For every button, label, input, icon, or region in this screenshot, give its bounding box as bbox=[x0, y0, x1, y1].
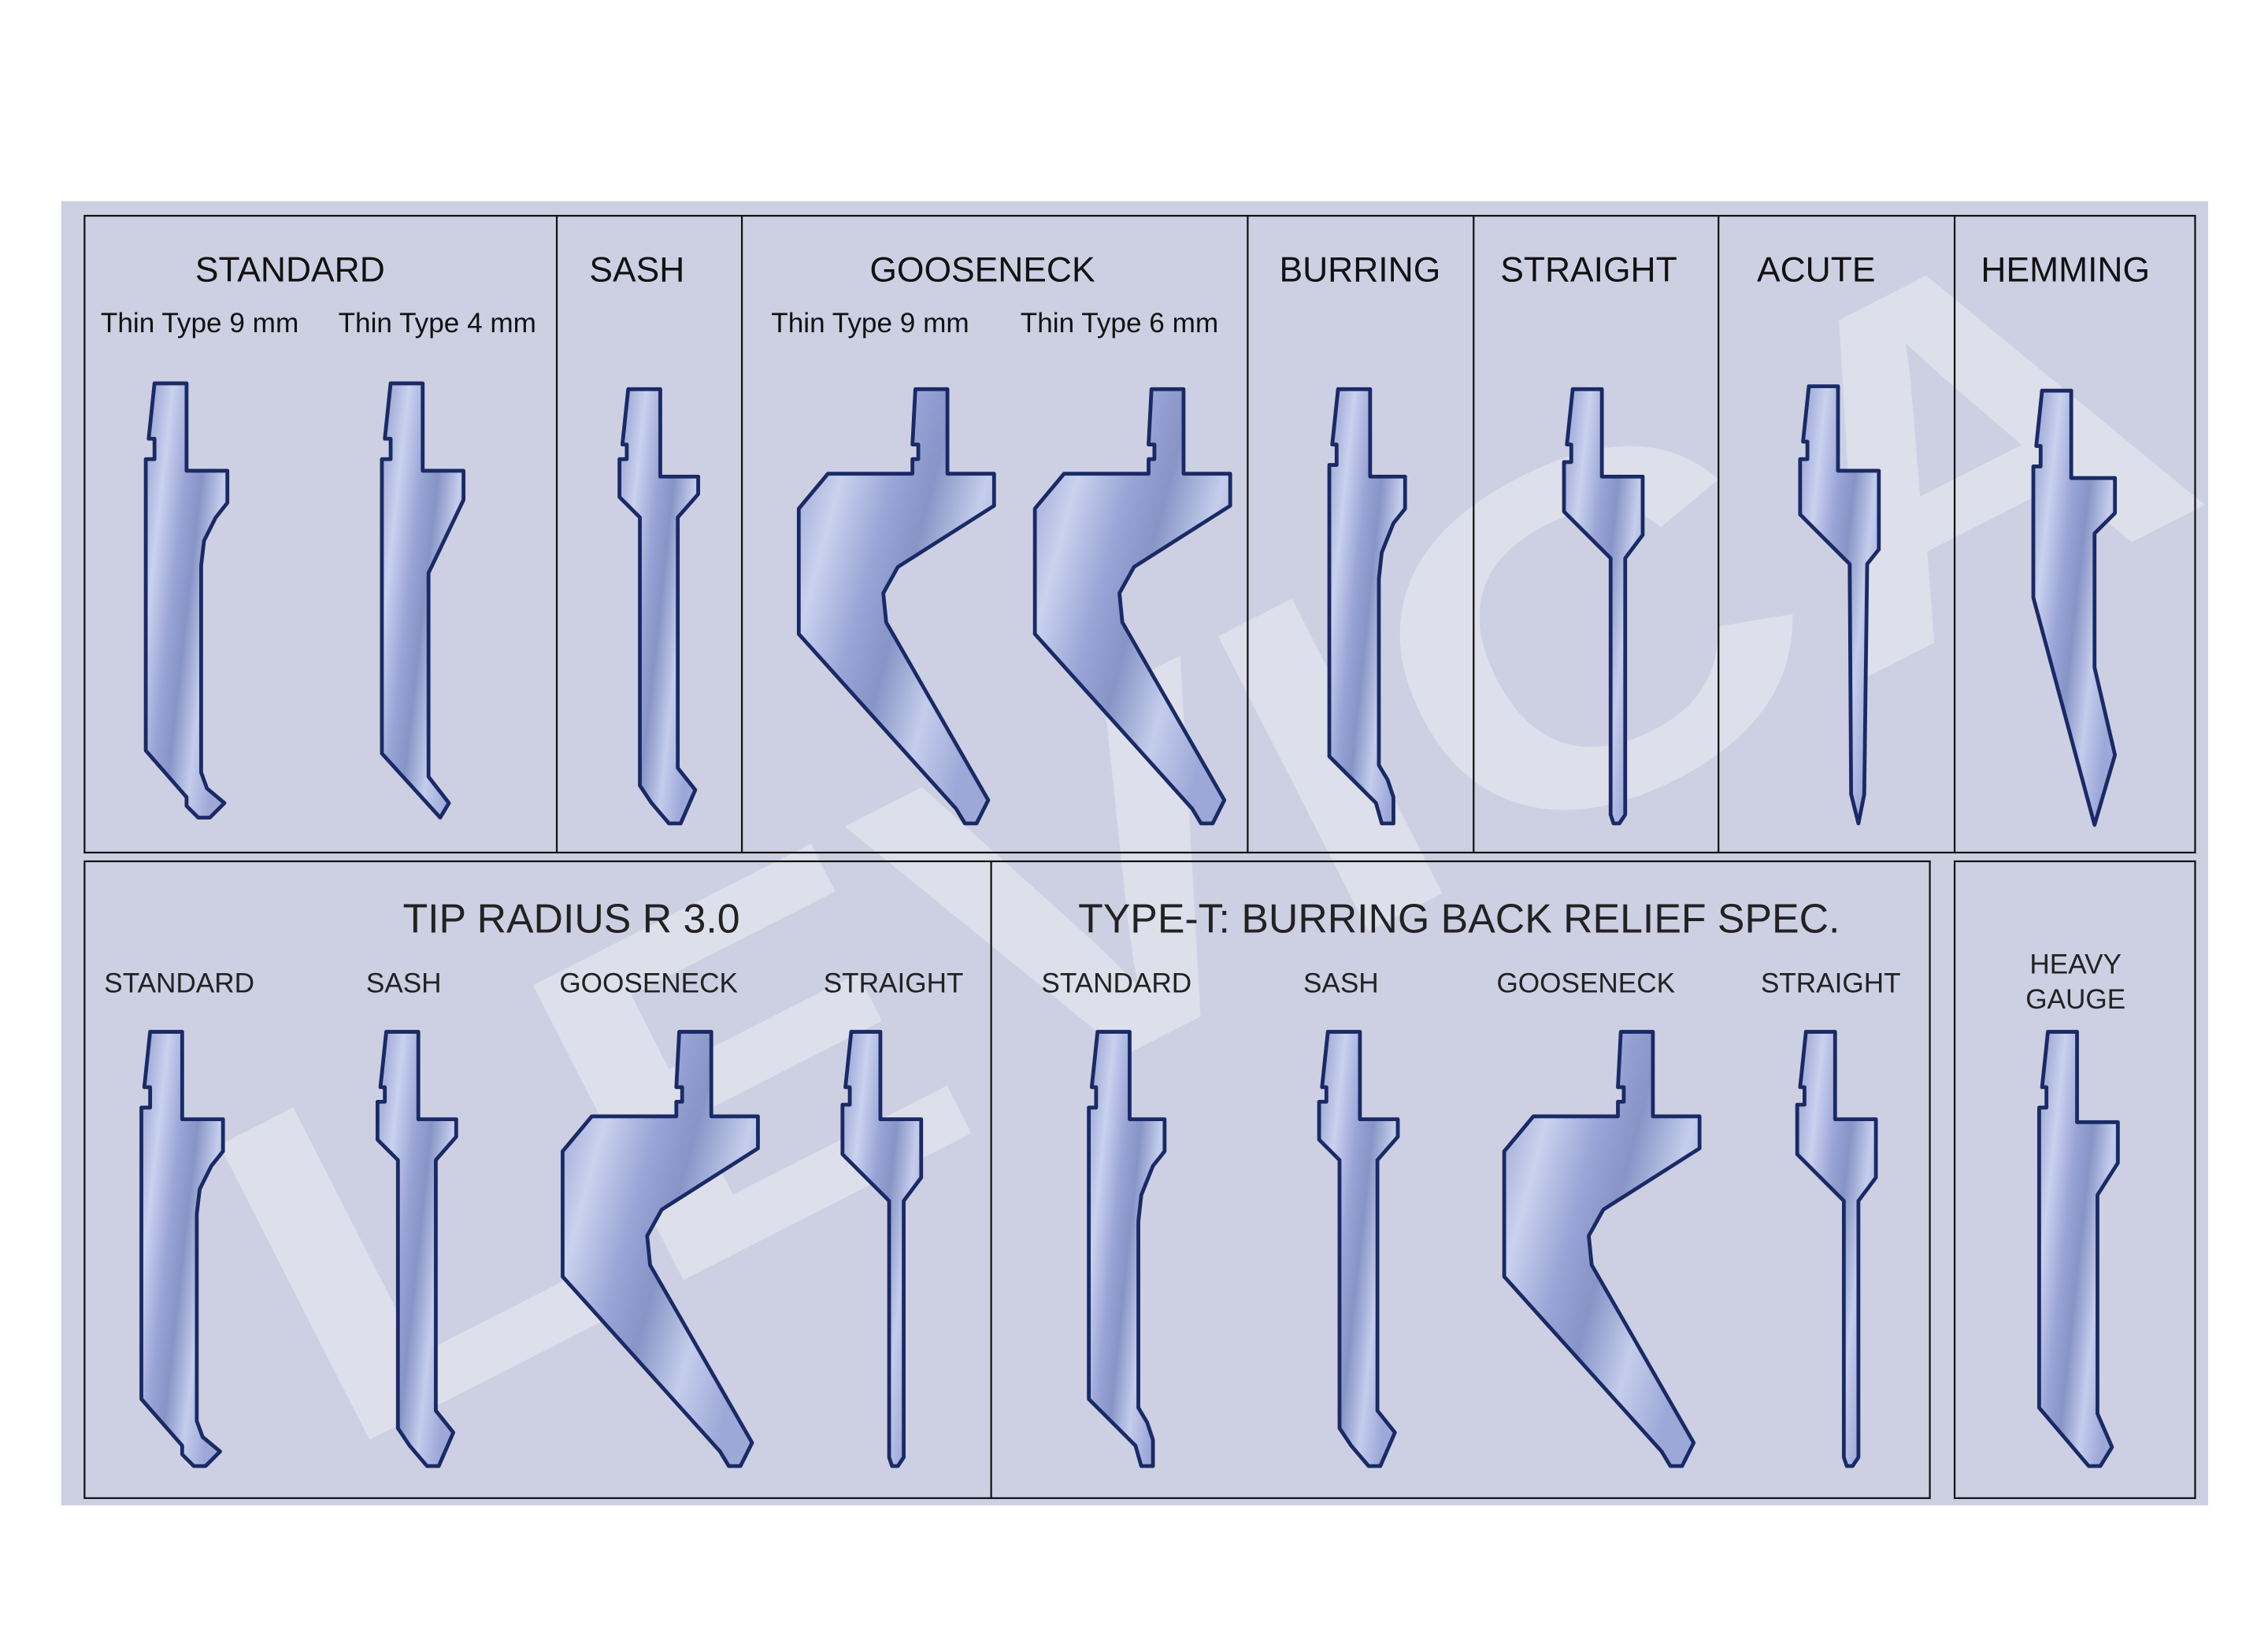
standard-title: STANDARD bbox=[195, 250, 385, 289]
sash-title: SASH bbox=[589, 250, 684, 289]
top-row-panel bbox=[83, 214, 2196, 854]
heavy-gauge-title-line2: GAUGE bbox=[2025, 984, 2125, 1015]
top-row-dividers bbox=[555, 216, 1956, 853]
type-t-straight-label: STRAIGHT bbox=[1761, 968, 1901, 999]
standard-variant-9mm: Thin Type 9 mm bbox=[101, 308, 298, 339]
bottom-row-panel bbox=[83, 860, 1931, 1499]
standard-variant-4mm: Thin Type 4 mm bbox=[339, 308, 536, 339]
acute-title: ACUTE bbox=[1757, 250, 1875, 289]
straight-title: STRAIGHT bbox=[1500, 250, 1677, 289]
tip-radius-title: TIP RADIUS R 3.0 bbox=[403, 896, 740, 942]
tip-radius-standard-label: STANDARD bbox=[104, 968, 254, 999]
type-t-gooseneck-label: GOOSENECK bbox=[1496, 968, 1675, 999]
tip-radius-gooseneck-label: GOOSENECK bbox=[559, 968, 738, 999]
heavy-gauge-panel bbox=[1953, 860, 2196, 1499]
type-t-standard-label: STANDARD bbox=[1041, 968, 1191, 999]
gooseneck-variant-9mm: Thin Type 9 mm bbox=[771, 308, 969, 339]
tip-radius-straight-label: STRAIGHT bbox=[824, 968, 964, 999]
gooseneck-title: GOOSENECK bbox=[869, 250, 1095, 289]
heavy-gauge-title-line1: HEAVY bbox=[2029, 949, 2122, 980]
hemming-title: HEMMING bbox=[1981, 250, 2150, 289]
gooseneck-variant-6mm: Thin Type 6 mm bbox=[1021, 308, 1218, 339]
burring-title: BURRING bbox=[1279, 250, 1440, 289]
tip-radius-sash-label: SASH bbox=[366, 968, 442, 999]
type-t-sash-label: SASH bbox=[1303, 968, 1379, 999]
type-t-title: TYPE-T: BURRING BACK RELIEF SPEC. bbox=[1078, 896, 1840, 942]
